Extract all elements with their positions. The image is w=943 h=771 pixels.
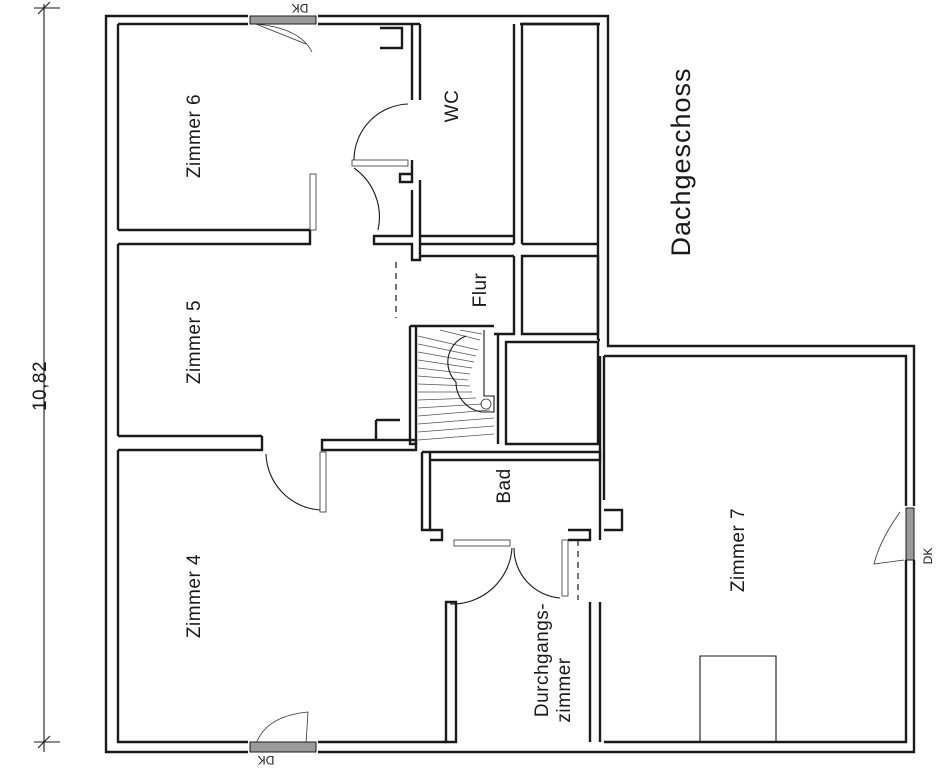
room-label-zimmer7: Zimmer 7: [728, 508, 749, 592]
room-label-wc: WC: [442, 90, 463, 123]
outer-walls: [104, 14, 916, 754]
window-label-right: DK: [921, 548, 935, 565]
room-label-bad: Bad: [494, 468, 515, 503]
room-label-zimmer6: Zimmer 6: [184, 94, 205, 178]
window-label-top: DK: [292, 1, 309, 15]
staircase: [417, 329, 495, 441]
open-passages: [395, 262, 579, 600]
window-label-bottom: DK: [258, 753, 275, 767]
dimension-label: 10,82: [30, 361, 51, 411]
room-label-zimmer4: Zimmer 4: [184, 554, 205, 638]
window-bottom: [249, 741, 317, 753]
dimension-line: [34, 1, 60, 752]
room-label-durchgang-line1: Durchgangs-: [532, 603, 553, 717]
window-top: [249, 15, 317, 25]
room-label-flur: Flur: [470, 272, 491, 307]
room-label-zimmer5: Zimmer 5: [184, 300, 205, 384]
floor-title: Dachgeschoss: [666, 67, 696, 256]
window-right: [905, 507, 915, 561]
windows: [249, 15, 915, 753]
interior-walls: [118, 22, 777, 744]
room-label-durchgang-line2: zimmer: [554, 657, 575, 722]
doors: [255, 23, 905, 745]
